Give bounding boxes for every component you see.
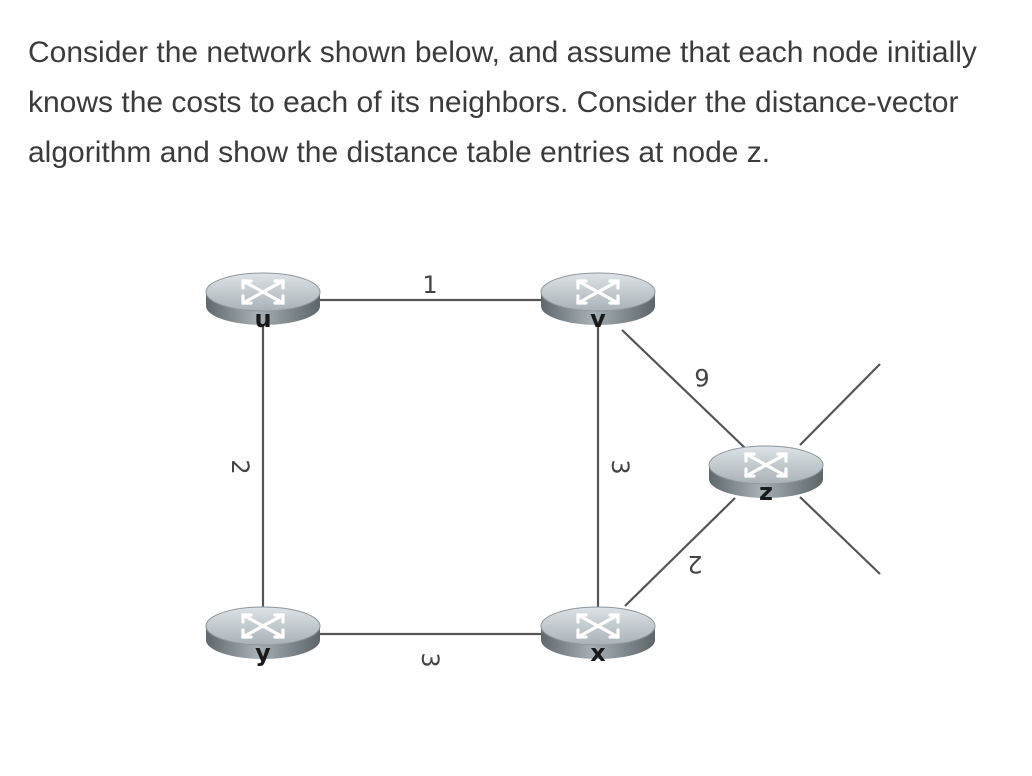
router-node-z: z [707,444,825,506]
node-label-x: x [590,639,606,667]
link-z-external-top [799,363,881,446]
node-label-u: u [254,305,271,333]
cost-u-v: 1 [422,271,437,299]
cost-x-z: 2 [687,550,702,578]
cost-v-x: 3 [606,459,634,474]
node-label-v: v [590,305,606,333]
router-node-u: u [204,271,322,333]
router-node-v: v [539,271,657,333]
cost-y-x: 3 [416,652,444,667]
router-node-x: x [539,605,657,667]
link-z-external-bottom [799,496,881,575]
link-x-z [624,497,736,607]
link-v-z [621,329,746,449]
question-text: Consider the network shown below, and as… [28,36,977,169]
router-node-y: y [204,605,322,667]
cost-u-y: 2 [226,459,254,474]
cost-v-z: 6 [694,363,709,391]
node-label-y: y [255,639,271,667]
node-label-z: z [759,478,773,506]
